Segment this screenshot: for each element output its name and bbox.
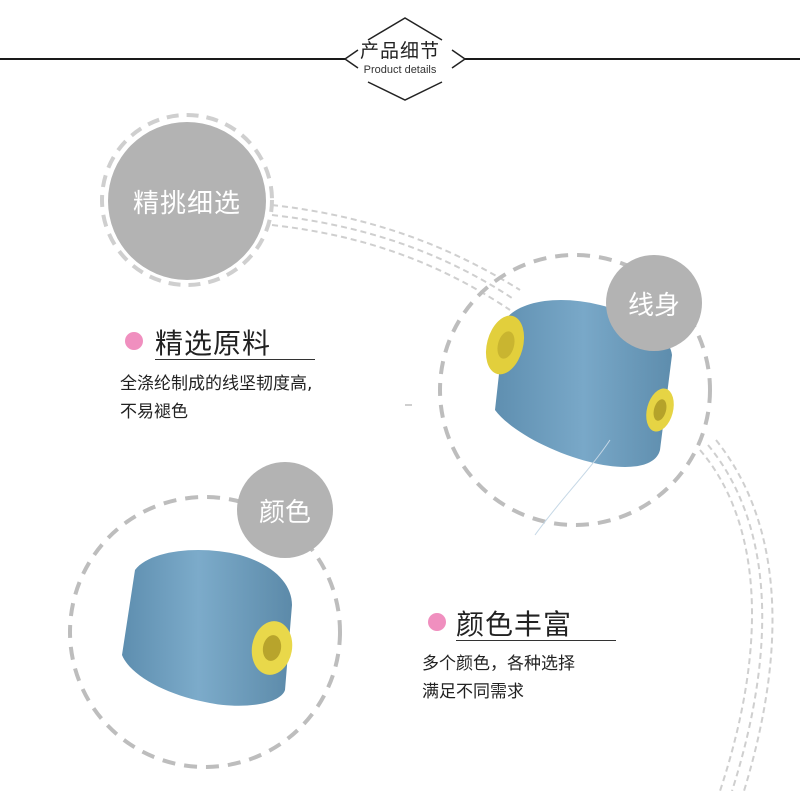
- feature-desc-colors-line2: 满足不同需求: [422, 682, 524, 702]
- header-title: 产品细节: [359, 40, 440, 62]
- select-bubble-label: 精挑细选: [132, 188, 241, 219]
- color-bubble-label: 颜色: [258, 497, 311, 528]
- color-bubble: 颜色: [237, 462, 333, 558]
- feature-desc-materials-line2: 不易褪色: [120, 402, 188, 422]
- feature-title-colors: 颜色丰富: [456, 608, 573, 641]
- feature-bullet-1: [125, 332, 143, 350]
- thread-body-bubble-label: 线身: [627, 290, 680, 321]
- header-subtitle: Product details: [363, 64, 437, 76]
- header-rule-left: [0, 58, 345, 60]
- feature-title-materials: 精选原料: [155, 327, 272, 360]
- header-rule-right: [465, 58, 800, 60]
- thread-body-bubble: 线身: [606, 255, 702, 351]
- feature-underline-1: [155, 359, 315, 360]
- feature-underline-2: [456, 640, 616, 641]
- feature-desc-materials-line1: 全涤纶制成的线坚韧度高,: [120, 374, 313, 394]
- feature-desc-colors-line1: 多个颜色，各种选择: [422, 654, 575, 674]
- feature-bullet-2: [428, 613, 446, 631]
- select-bubble: 精挑细选: [108, 122, 266, 280]
- header-diamond-frame: [343, 17, 467, 101]
